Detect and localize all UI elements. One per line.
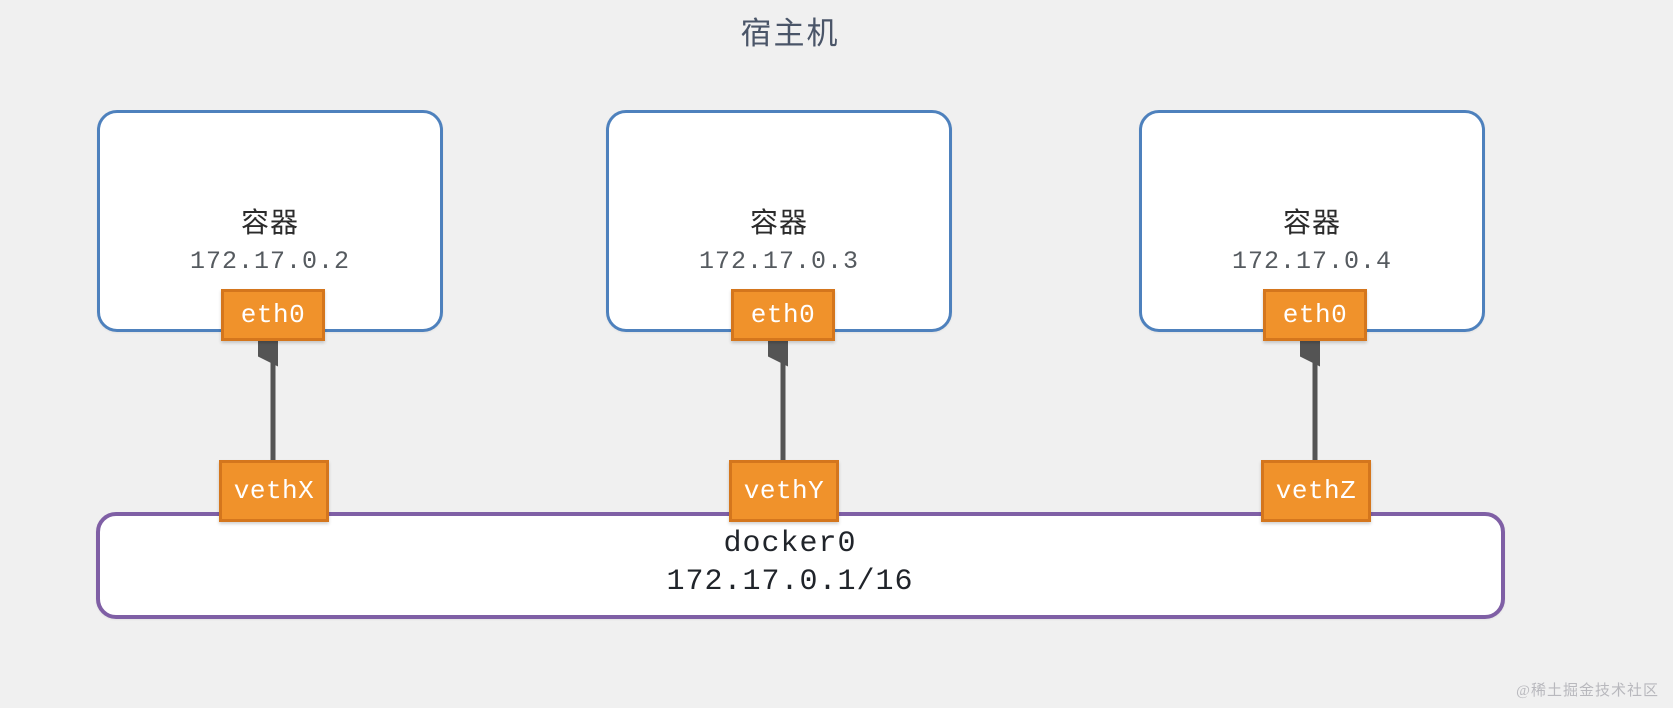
- container-label-1: 容器: [240, 208, 299, 239]
- eth0-box-1: eth0: [221, 289, 325, 341]
- vethy-box: vethY: [729, 460, 839, 522]
- eth0-box-2: eth0: [731, 289, 835, 341]
- vethx-box: vethX: [219, 460, 329, 522]
- container-ip-2: 172.17.0.3: [698, 247, 860, 276]
- docker0-bridge-box: [96, 512, 1505, 619]
- vethz-box: vethZ: [1261, 460, 1371, 522]
- watermark: @稀土掘金技术社区: [1516, 683, 1659, 699]
- container-ip-3: 172.17.0.4: [1231, 247, 1393, 276]
- docker0-name-label: docker0: [723, 527, 857, 561]
- eth0-box-3: eth0: [1263, 289, 1367, 341]
- page-title: 宿主机: [740, 16, 840, 51]
- docker0-ip-label: 172.17.0.1/16: [666, 565, 914, 599]
- container-ip-1: 172.17.0.2: [189, 247, 351, 276]
- container-label-2: 容器: [749, 208, 808, 239]
- container-label-3: 容器: [1282, 208, 1341, 239]
